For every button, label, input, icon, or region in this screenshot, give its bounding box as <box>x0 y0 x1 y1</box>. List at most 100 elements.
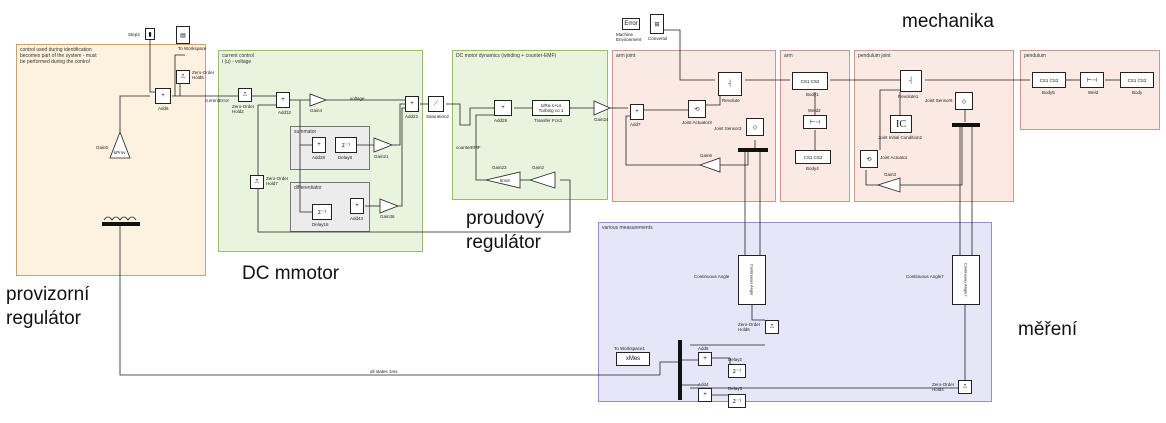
transfer-fcn-caption: Transfer Fcn3 <box>534 118 562 123</box>
add7-caption: Add7 <box>630 122 641 127</box>
region-measurements: various measurements <box>598 222 992 402</box>
zoh5-block[interactable]: ⎍ <box>176 70 190 84</box>
convertul-block[interactable]: ⊞ <box>650 14 664 34</box>
continuous-angle7-block[interactable]: Continuous Angle7 <box>952 255 980 305</box>
revolute-block[interactable]: ┤ <box>718 72 742 96</box>
voltage-label: voltage <box>350 96 365 101</box>
joint-actuator3-block[interactable]: ⟲ <box>688 100 706 118</box>
continuous-angle-caption: Continuous Angle <box>694 274 730 279</box>
delay16-block[interactable]: z⁻¹ <box>312 204 332 220</box>
add5-caption: Add5 <box>698 346 709 351</box>
add6-block[interactable]: + <box>155 88 171 104</box>
add32-caption: Add32 <box>278 110 292 115</box>
region-pendulum-joint: pendulum joint <box>854 50 1014 202</box>
revolute1-caption: Revolute1 <box>898 94 919 99</box>
kprov-label: kProv <box>114 150 126 155</box>
zoh5-caption: Zero-Order Hold5 <box>192 70 215 80</box>
joint-sensor5-block[interactable]: ◇ <box>955 92 973 110</box>
delay5-caption: Delay5 <box>728 386 743 391</box>
add6-caption: Add6 <box>158 106 169 111</box>
annotation-provizorni-regulator: provizorní regulátor <box>6 284 90 329</box>
zoh7-block[interactable]: ⎍ <box>250 175 264 189</box>
wire-gain0-up <box>119 95 150 150</box>
body1-caption: Body1 <box>806 92 819 97</box>
gain6-caption: Gain6 <box>700 153 713 158</box>
wire-gain36-add22 <box>398 107 405 207</box>
joint-init-caption: Joint Initial Condition2 <box>878 135 923 140</box>
gain3-triangle <box>876 177 901 193</box>
gain21-caption: Gain21 <box>374 154 389 159</box>
joint-sensor5-caption: Joint Sensor5 <box>925 98 953 103</box>
error-block[interactable]: Error <box>622 18 640 30</box>
gain2-caption: Gain2 <box>532 165 545 170</box>
add22-caption: Add22 <box>405 114 419 119</box>
body-block[interactable]: CS1 CS2 <box>1120 72 1154 88</box>
weld2-block[interactable]: ⊢⊣ <box>803 115 827 129</box>
region-differentiator-label: differentiator <box>294 185 322 191</box>
wire-summator-in <box>299 100 312 146</box>
annotation-mechanika: mechanika <box>902 11 994 32</box>
wire-contangle-zoh6 <box>751 305 765 321</box>
revolute-caption: Revolute <box>722 98 740 103</box>
to-workspace-block[interactable]: ▤ <box>176 26 190 44</box>
zoh6-caption: Zero-Order Hold6 <box>738 322 761 332</box>
saturation-caption: Saturation2 <box>426 114 450 119</box>
transfer-fcn-block[interactable]: 1/Ra·s+Ls Turbing co 1 <box>532 100 570 116</box>
gain21-triangle <box>373 137 394 153</box>
joint-sensor3-block[interactable]: ◇ <box>746 118 764 136</box>
gain24-triangle <box>593 100 611 116</box>
gain23-caption: Gain23 <box>492 165 507 170</box>
ic-block[interactable]: IC <box>890 115 912 133</box>
to-workspace1-caption: To Workspace1 <box>614 346 645 351</box>
xmes-block[interactable]: xMes <box>616 352 650 366</box>
wire-machenv <box>655 29 715 81</box>
gain2-triangle <box>528 171 556 189</box>
delay8-block[interactable]: z⁻¹ <box>335 137 357 153</box>
region-motor-label: DC motor dynamics (winding + counter-EMF… <box>456 53 557 59</box>
add29-caption: Add29 <box>494 118 508 123</box>
add4-block[interactable]: + <box>698 388 712 402</box>
zoh4-block[interactable]: ⎍ <box>958 380 972 394</box>
body1-block[interactable]: CS1 CS2 <box>792 72 828 90</box>
region-arm-label: arm <box>784 53 793 59</box>
wire-sat-motor <box>446 103 494 126</box>
step-block[interactable]: ▮ <box>145 28 155 40</box>
gain4-caption: Gain4 <box>310 108 323 113</box>
wire-jact-revolute <box>705 96 721 106</box>
gain36-triangle <box>379 198 400 214</box>
zoh6-block[interactable]: ⎍ <box>765 320 779 334</box>
add43-block[interactable]: + <box>350 198 364 214</box>
revolute1-block[interactable]: ┤ <box>900 70 922 92</box>
region-measurements-label: various measurements <box>602 225 653 231</box>
body5-block[interactable]: CS1 CS2 <box>1032 72 1066 88</box>
add28-block[interactable]: + <box>312 137 326 153</box>
body-caption: Body <box>1132 90 1143 95</box>
add32-block[interactable]: + <box>276 92 290 108</box>
zoh2-block[interactable]: ⎍ <box>238 88 252 102</box>
wire-emf-back <box>475 114 494 181</box>
wire-motor-feedback <box>257 179 571 233</box>
body4-block[interactable]: CS1 CS2 <box>795 150 831 164</box>
convertul-caption: Convertul <box>648 36 668 41</box>
delay2-block[interactable]: z⁻¹ <box>728 364 746 378</box>
add22-block[interactable]: + <box>405 96 419 112</box>
step-caption: Step3 <box>128 32 140 37</box>
add28-caption: Add28 <box>312 155 326 160</box>
joint-actuator-block[interactable]: ⟲ <box>860 150 878 168</box>
gain23-triangle <box>485 171 521 189</box>
weld-block[interactable]: ⊢⊣ <box>1080 72 1104 88</box>
add5-block[interactable]: + <box>698 352 712 366</box>
add7-block[interactable]: + <box>630 104 644 120</box>
gain6-triangle <box>698 157 721 173</box>
add29-block[interactable]: + <box>494 100 512 116</box>
wire-tows <box>174 54 185 96</box>
saturation-block[interactable]: ⟋ <box>428 96 444 112</box>
gain24-caption: Gain24 <box>594 117 609 122</box>
gain4-triangle <box>309 93 328 107</box>
annotation-proudovy-regulator: proudový regulátor <box>466 208 545 253</box>
wire-step <box>149 40 158 93</box>
delay5-block[interactable]: z⁻¹ <box>728 394 746 408</box>
annotation-mereni: měření <box>1018 319 1078 340</box>
region-arm-joint-label: arm joint <box>616 53 636 59</box>
continuous-angle-block[interactable]: Continuous Angle <box>738 255 766 305</box>
